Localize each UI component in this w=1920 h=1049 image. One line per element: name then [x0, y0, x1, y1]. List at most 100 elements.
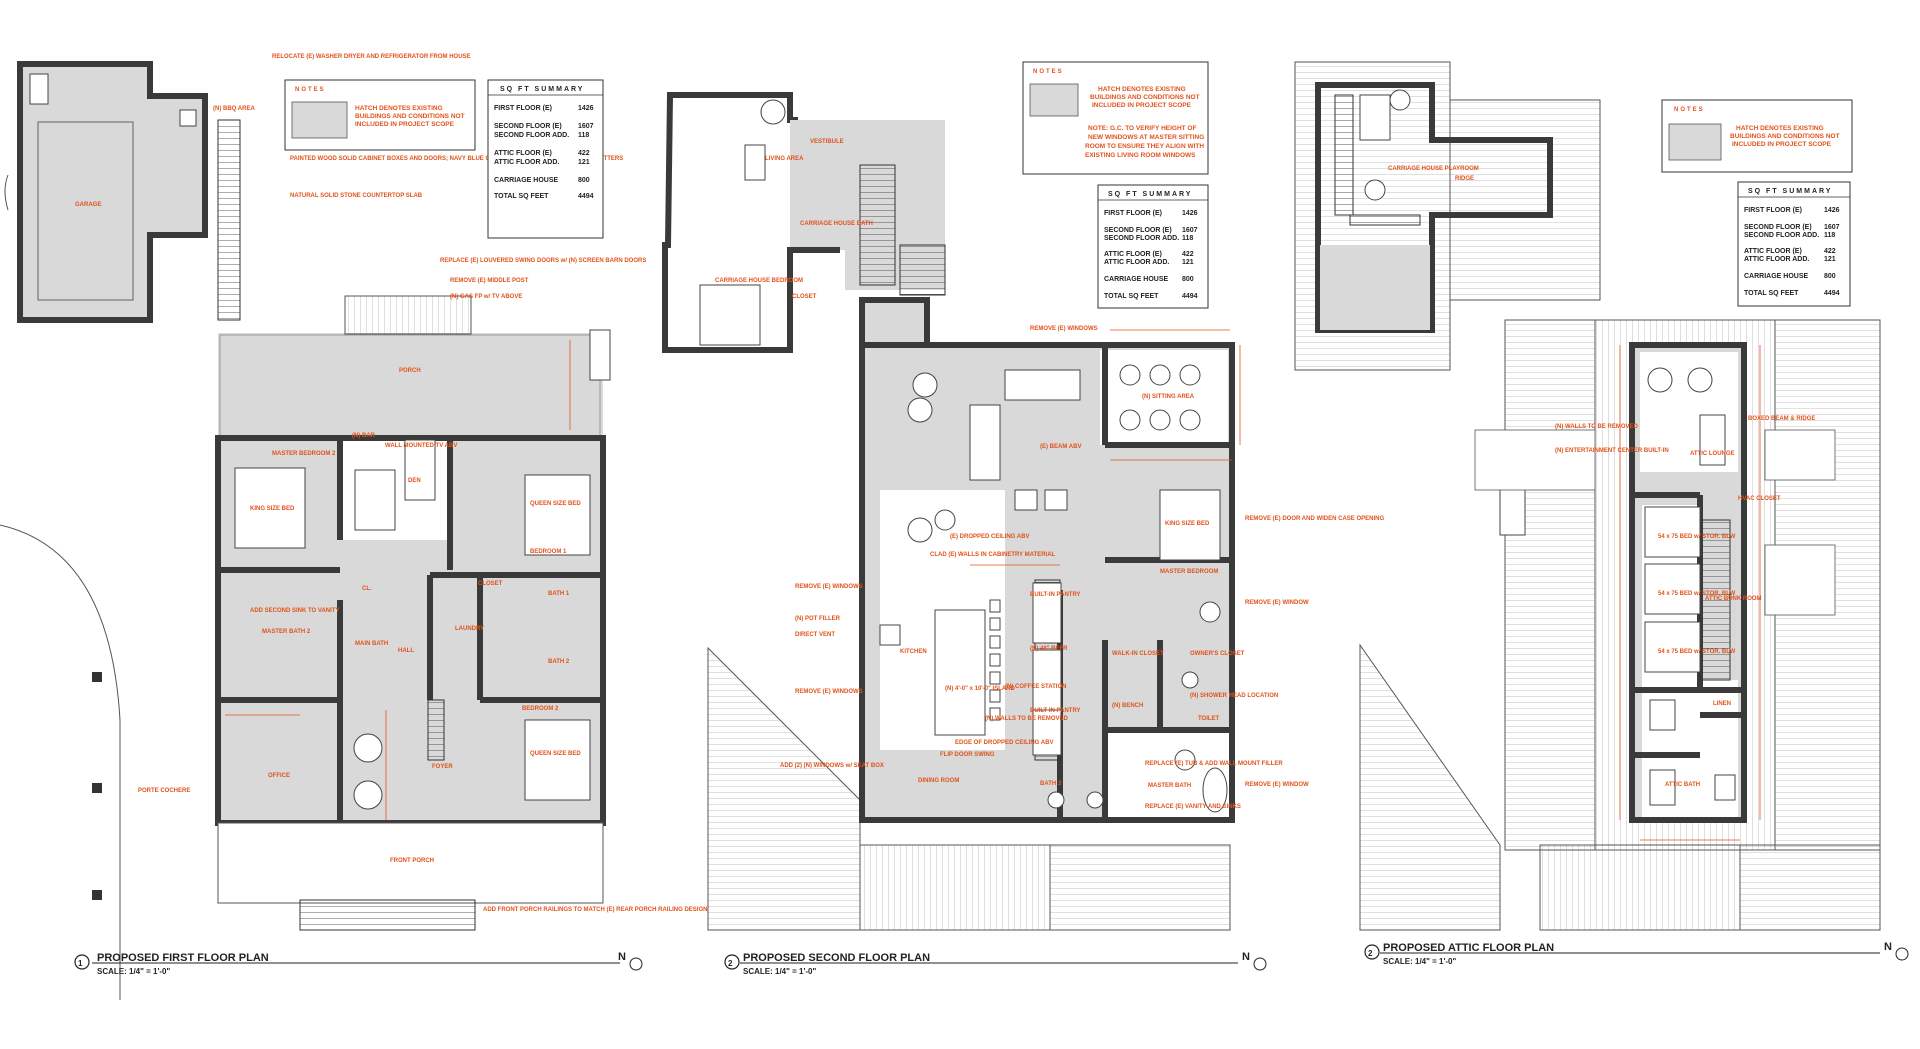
sqft-row-label: ATTIC FLOOR ADD. [1744, 256, 1809, 263]
room-hall: HALL [398, 648, 414, 654]
label-pantry-1: BUILT-IN PANTRY [1030, 592, 1081, 598]
sqft-row-label: SECOND FLOOR ADD. [1104, 235, 1179, 242]
note-remove-door-widen: REMOVE (E) DOOR AND WIDEN CASE OPENING [1245, 516, 1384, 522]
room-foyer: FOYER [432, 764, 453, 770]
bed-bunk-1: 54 x 75 BED w/ STOR. BLW [1658, 534, 1736, 540]
room-porte-cochere: PORTE COCHERE [138, 788, 190, 794]
room-bbq: (N) BBQ AREA [213, 106, 255, 112]
room-front-porch: FRONT PORCH [390, 858, 434, 864]
sqft-row-value: 118 [1824, 232, 1835, 239]
sqft-row-label: TOTAL SQ FEET [1744, 290, 1799, 297]
note-direct-vent: DIRECT VENT [795, 632, 835, 638]
sqft-row-value: 1607 [1824, 224, 1840, 231]
notes-hatch-line-1: HATCH DENOTES EXISTING [355, 105, 443, 112]
second-floor-plan: LIVING AREA VESTIBULE CARRIAGE HOUSE BAT… [662, 61, 1384, 976]
notes-heading-first: NOTES [295, 87, 326, 93]
sqft-row-value: 1607 [1182, 227, 1198, 234]
room-walk-in-closet: WALK-IN CLOSET [1112, 651, 1164, 657]
room-toilet: TOILET [1198, 716, 1220, 722]
notes-gc-line-2: NEW WINDOWS AT MASTER SITTING [1088, 134, 1204, 141]
note-second-sink: ADD SECOND SINK TO VANITY [250, 608, 339, 614]
sqft-row-label: SECOND FLOOR ADD. [1744, 232, 1819, 239]
room-ch-playroom: CARRIAGE HOUSE PLAYROOM [1388, 166, 1479, 172]
notes-gc-line-3: ROOM TO ENSURE THEY ALIGN WITH [1085, 143, 1204, 150]
sqft-row-value: 1426 [578, 105, 594, 112]
plan-scale-first: SCALE: 1/4" = 1'-0" [97, 967, 170, 976]
sqft-row-value: 121 [578, 159, 590, 166]
sqft-row-value: 422 [1182, 251, 1194, 258]
sqft-row-value: 1607 [578, 123, 594, 130]
note-bar: (N) BAR [352, 433, 376, 439]
note-remove-windows-2: REMOVE (E) WINDOWS [795, 584, 863, 590]
notes-hatch-line-3: INCLUDED IN PROJECT SCOPE [355, 121, 455, 128]
label-refrigerator: (N) 48" REFR [1030, 646, 1068, 652]
room-closet-first: CLOSET [478, 581, 503, 587]
room-bath-2: BATH 2 [548, 659, 570, 665]
attic-floor-plan: CARRIAGE HOUSE PLAYROOM RIDGE [1294, 61, 1909, 966]
north-arrow-icon [1253, 957, 1267, 971]
bed-bunk-3: 54 x 75 BED w/ STOR. BLW [1658, 649, 1736, 655]
note-bench: (N) BENCH [1112, 703, 1143, 709]
notes-hatch-line-1: HATCH DENOTES EXISTING [1098, 86, 1186, 93]
room-dining: DINING ROOM [918, 778, 959, 784]
note-remove-windows-3: REMOVE (E) WINDOWS [795, 689, 863, 695]
room-vestibule: VESTIBULE [810, 139, 844, 145]
room-ch-closet: CLOSET [792, 294, 817, 300]
room-bath-1: BATH 1 [548, 591, 570, 597]
note-entertainment-center: (N) ENTERTAINMENT CENTER BUILT-IN [1555, 448, 1669, 454]
plan-number-attic: 2 [1368, 949, 1373, 958]
sqft-row-value: 1426 [1824, 207, 1840, 214]
north-arrow-label-first: N [618, 951, 626, 963]
room-closet-cl: CL. [362, 586, 372, 592]
note-edge-dropped-ceiling: EDGE OF DROPPED CEILING ABV [955, 740, 1053, 746]
note-walls-removed: (N) WALLS TO BE REMOVED [985, 716, 1069, 722]
notes-hatch-line-2: BUILDINGS AND CONDITIONS NOT [355, 113, 465, 120]
carriage-house-upper: LIVING AREA VESTIBULE CARRIAGE HOUSE BAT… [662, 92, 946, 353]
note-gas-fireplace: (N) GAS FP w/ TV ABOVE [450, 294, 522, 300]
note-remove-window-bath: REMOVE (E) WINDOW [1245, 782, 1309, 788]
north-arrow-label-second: N [1242, 951, 1250, 963]
sqft-row-label: SECOND FLOOR ADD. [494, 132, 569, 139]
bed-queen-2: QUEEN SIZE BED [530, 751, 581, 757]
notes-hatch-line-2: BUILDINGS AND CONDITIONS NOT [1730, 133, 1840, 140]
notes-gc-line-1: NOTE: G.C. TO VERIFY HEIGHT OF [1088, 125, 1196, 132]
room-hvac-closet: HVAC CLOSET [1738, 496, 1781, 502]
room-sitting-area: (N) SITTING AREA [1142, 394, 1195, 400]
sqft-row-value: 118 [578, 132, 589, 139]
sqft-row-value: 422 [1824, 248, 1836, 255]
notes-hatch-line-3: INCLUDED IN PROJECT SCOPE [1732, 141, 1832, 148]
bed-queen-1: QUEEN SIZE BED [530, 501, 581, 507]
sqft-row-label: TOTAL SQ FEET [494, 193, 549, 200]
note-replace-vanity: REPLACE (E) VANITY AND SINKS [1145, 804, 1241, 810]
sqft-summary-first: SQ FT SUMMARY FIRST FLOOR (E) 1426 SECON… [487, 79, 604, 239]
room-bedroom-2: BEDROOM 2 [522, 706, 559, 712]
notes-gc-line-4: EXISTING LIVING ROOM WINDOWS [1085, 152, 1196, 159]
room-linen: LINEN [1713, 701, 1731, 707]
notes-box-second: NOTES HATCH DENOTES EXISTING BUILDINGS A… [1022, 61, 1209, 175]
room-ch-bedroom: CARRIAGE HOUSE BEDROOM [715, 278, 803, 284]
sqft-row-value: 1426 [1182, 210, 1198, 217]
notes-hatch-line-3: INCLUDED IN PROJECT SCOPE [1092, 102, 1192, 109]
bar-stools [989, 599, 1001, 721]
room-master-bath-2: MASTER BATH 2 [262, 629, 311, 635]
note-clad-walls: CLAD (E) WALLS IN CABINETRY MATERIAL [930, 552, 1056, 558]
sqft-row-value: 800 [1824, 273, 1836, 280]
sqft-row-value: 800 [1182, 276, 1194, 283]
room-office: OFFICE [268, 773, 290, 779]
room-attic-bunk: ATTIC BUNK ROOM [1705, 596, 1762, 602]
notes-box-attic: NOTES HATCH DENOTES EXISTING BUILDINGS A… [1661, 99, 1853, 173]
sqft-row-value: 4494 [1824, 290, 1840, 297]
sqft-row-label: CARRIAGE HOUSE [1744, 273, 1809, 280]
notes-hatch-line-2: BUILDINGS AND CONDITIONS NOT [1090, 94, 1200, 101]
second-floor-house [859, 297, 1241, 823]
plan-scale-attic: SCALE: 1/4" = 1'-0" [1383, 957, 1456, 966]
room-master-bedroom: MASTER BEDROOM [1160, 569, 1218, 575]
sqft-heading-attic: SQ FT SUMMARY [1748, 188, 1832, 195]
note-boxed-beam: BOXED BEAM & RIDGE [1748, 416, 1815, 422]
north-arrow-label-attic: N [1884, 941, 1892, 953]
note-stone-countertop: NATURAL SOLID STONE COUNTERTOP SLAB [290, 193, 423, 199]
note-flip-door: FLIP DOOR SWING [940, 752, 995, 758]
label-ridge: RIDGE [1455, 176, 1474, 182]
room-bedroom-1: BEDROOM 1 [530, 549, 567, 555]
